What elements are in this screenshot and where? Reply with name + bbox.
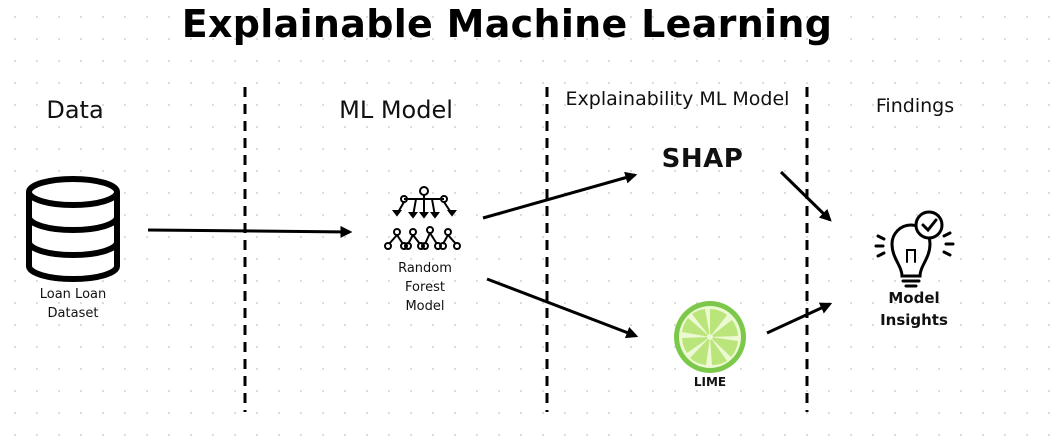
arrow-model-to-lime bbox=[486, 277, 639, 339]
arrow-lime-to-insights bbox=[766, 302, 833, 335]
arrow-shap-to-insights bbox=[779, 170, 832, 222]
section-heading-ml-model: ML Model bbox=[339, 96, 453, 124]
section-heading-findings: Findings bbox=[875, 95, 955, 117]
lime-label: LIME bbox=[693, 375, 727, 389]
arrow-dataset-to-model bbox=[147, 225, 353, 238]
arrow-model-to-shap bbox=[482, 171, 638, 220]
shap-label: SHAP bbox=[661, 144, 744, 174]
database-icon bbox=[26, 176, 120, 282]
lightbulb-check-icon bbox=[874, 210, 955, 288]
section-heading-explainability: Explainability ML Model bbox=[565, 88, 790, 110]
section-heading-data: Data bbox=[46, 96, 104, 124]
decision-tree-icon bbox=[384, 186, 461, 250]
lime-slice-icon bbox=[674, 301, 746, 373]
diagram-title: Explainable Machine Learning bbox=[181, 2, 833, 46]
